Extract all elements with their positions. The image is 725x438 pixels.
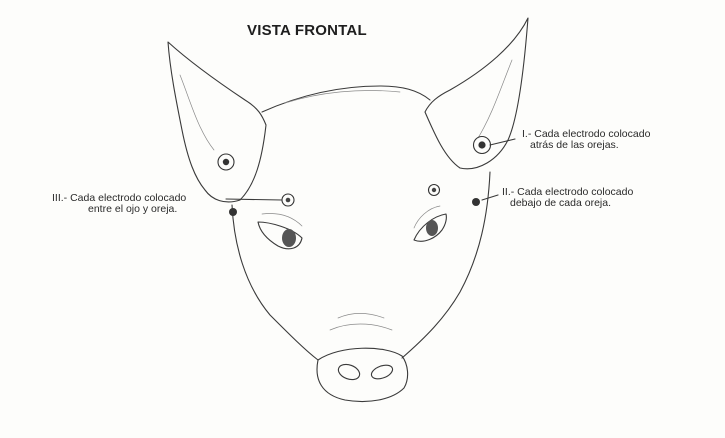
electrode-right-eye-ear xyxy=(429,185,440,196)
head-left-side xyxy=(232,205,318,360)
diagram-title: VISTA FRONTAL xyxy=(247,22,367,39)
electrode-left-ear xyxy=(218,154,234,170)
leader-line-i xyxy=(490,139,515,145)
right-pupil xyxy=(426,220,438,236)
left-ear-inner-line xyxy=(180,75,214,150)
annotation-below-ear: II.- Cada electrodo colocado debajo de c… xyxy=(502,187,633,209)
electrode-left-below-ear xyxy=(229,208,237,216)
leader-line-iii xyxy=(226,199,282,200)
snout-wrinkle xyxy=(330,324,392,330)
left-brow xyxy=(262,214,302,227)
snout-wrinkle xyxy=(338,314,384,319)
annotation-line: entre el ojo y oreja. xyxy=(52,204,186,215)
leader-line-ii xyxy=(482,195,498,200)
left-pupil xyxy=(282,229,296,247)
electrode-right-below-ear xyxy=(472,198,480,206)
left-ear xyxy=(168,42,266,202)
annotation-line: debajo de cada oreja. xyxy=(502,198,633,209)
annotation-eye-ear: III.- Cada electrodo colocado entre el o… xyxy=(52,193,186,215)
snout xyxy=(317,348,408,401)
right-nostril xyxy=(370,363,395,382)
annotation-behind-ears: I.- Cada electrodo colocado atrás de las… xyxy=(522,129,650,151)
left-nostril xyxy=(336,362,361,383)
electrode-right-ear xyxy=(474,137,491,154)
electrode-left-eye-ear xyxy=(282,194,294,206)
right-ear xyxy=(425,18,528,169)
annotation-line: atrás de las orejas. xyxy=(522,140,650,151)
forehead-outline xyxy=(262,86,430,112)
right-ear-inner-line xyxy=(478,60,512,138)
